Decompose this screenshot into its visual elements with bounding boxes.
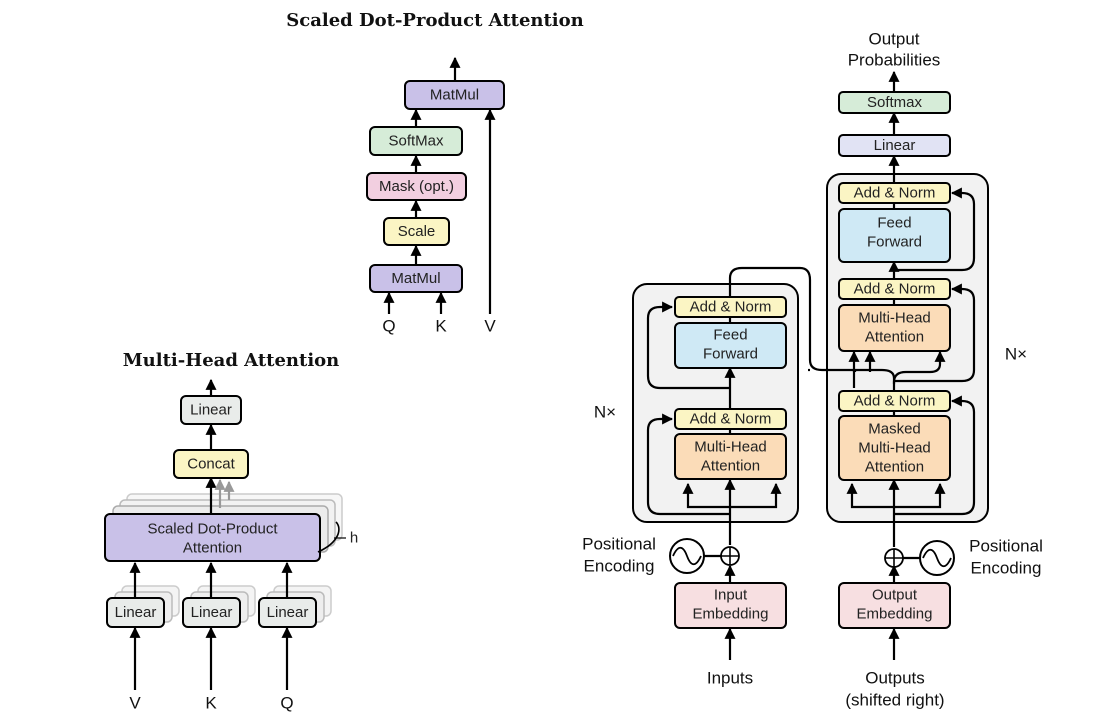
enc-pos-enc-line1: Positional — [582, 535, 656, 554]
sdpa-diagram: Scaled Dot-Product Attention MatMul Soft… — [286, 10, 583, 336]
output-probs-line1: Output — [868, 30, 919, 49]
enc-split-left — [682, 482, 730, 509]
encoder-nx: N× — [594, 403, 616, 422]
svg-text:Input: Input — [714, 587, 748, 604]
mha-linear-k: Linear — [182, 597, 241, 628]
svg-text:Add & Norm: Add & Norm — [854, 185, 936, 202]
enc-residual-1 — [646, 413, 730, 516]
dec-residual-3 — [894, 187, 976, 272]
dec-add-norm-bottom: Add & Norm — [838, 390, 951, 412]
dec-output-embedding: Output Embedding — [838, 582, 951, 629]
svg-text:Linear: Linear — [190, 402, 232, 419]
svg-text:Masked: Masked — [868, 421, 921, 438]
svg-text:Attention: Attention — [865, 329, 924, 346]
decoder-nx: N× — [1005, 345, 1027, 364]
encoder-stack — [632, 283, 799, 523]
output-probs-line2: Probabilities — [848, 51, 941, 70]
sdpa-mask: Mask (opt.) — [366, 172, 467, 201]
dec-add-norm-top: Add & Norm — [838, 182, 951, 204]
svg-text:SoftMax: SoftMax — [388, 133, 444, 150]
svg-text:Attention: Attention — [183, 540, 242, 557]
mha-linear-out: Linear — [180, 395, 242, 425]
dec-multi-head-attention: Multi-Head Attention — [838, 304, 951, 352]
dec-edge-addnorm-mha-right — [892, 350, 946, 391]
svg-text:Linear: Linear — [115, 604, 157, 621]
enc-split-right — [730, 482, 782, 509]
svg-text:Attention: Attention — [865, 459, 924, 476]
dec-residual-1 — [894, 395, 976, 516]
svg-text:Mask (opt.): Mask (opt.) — [379, 178, 454, 195]
svg-text:Embedding: Embedding — [693, 606, 769, 623]
svg-text:Add & Norm: Add & Norm — [690, 411, 772, 428]
svg-text:Feed: Feed — [877, 215, 911, 232]
dec-positional-encoding: Positional Encoding — [884, 537, 1043, 578]
mha-linear-q: Linear — [258, 597, 317, 628]
mha-diagram: Multi-Head Attention — [104, 350, 358, 713]
dec-add-norm-mid: Add & Norm — [838, 278, 951, 300]
svg-text:Add & Norm: Add & Norm — [690, 299, 772, 316]
transformer-diagram: N× N× Output Probabilities — [582, 30, 1043, 710]
svg-text:MatMul: MatMul — [391, 270, 440, 287]
mha-sdpa: Scaled Dot-Product Attention — [104, 513, 321, 562]
enc-pos-enc-line2: Encoding — [584, 557, 655, 576]
svg-text:Feed: Feed — [713, 327, 747, 344]
svg-text:Concat: Concat — [187, 456, 235, 473]
svg-text:Softmax: Softmax — [867, 94, 923, 111]
dec-split-right — [894, 482, 946, 509]
svg-text:Add & Norm: Add & Norm — [854, 393, 936, 410]
dec-masked-multi-head-attention: Masked Multi-Head Attention — [838, 415, 951, 481]
enc-residual-2 — [646, 301, 730, 390]
sdpa-matmul-bottom: MatMul — [369, 264, 463, 293]
svg-text:Embedding: Embedding — [857, 606, 933, 623]
svg-text:Scale: Scale — [398, 223, 436, 240]
mha-input-q: Q — [280, 694, 293, 713]
svg-text:MatMul: MatMul — [430, 87, 479, 104]
enc-feed-forward: Feed Forward — [674, 322, 787, 369]
mha-input-v: V — [129, 694, 141, 713]
enc-add-norm-top: Add & Norm — [674, 296, 787, 318]
enc-multi-head-attention: Multi-Head Attention — [674, 433, 787, 480]
svg-text:Forward: Forward — [703, 346, 758, 363]
sdpa-scale: Scale — [383, 217, 450, 246]
svg-text:Linear: Linear — [267, 604, 309, 621]
dec-pos-enc-line2: Encoding — [971, 559, 1042, 578]
mha-concat: Concat — [173, 449, 249, 479]
sdpa-input-k: K — [435, 317, 447, 336]
enc-to-dec-connector — [728, 266, 896, 384]
enc-inputs-label: Inputs — [707, 669, 753, 688]
mha-h-annotation: h — [317, 521, 358, 553]
svg-text:Add & Norm: Add & Norm — [854, 281, 936, 298]
mha-input-k: K — [205, 694, 217, 713]
svg-text:Forward: Forward — [867, 234, 922, 251]
dec-residual-2 — [894, 283, 976, 383]
enc-input-embedding: Input Embedding — [674, 582, 787, 629]
svg-text:Multi-Head: Multi-Head — [694, 439, 767, 456]
svg-text:Linear: Linear — [874, 137, 916, 154]
dec-linear: Linear — [838, 134, 951, 157]
dec-outputs-line1: Outputs — [865, 669, 925, 688]
enc-add-norm-bottom: Add & Norm — [674, 408, 787, 430]
mha-title: Multi-Head Attention — [123, 350, 340, 371]
dec-outputs-line2: (shifted right) — [845, 691, 944, 710]
svg-text:Multi-Head: Multi-Head — [858, 440, 931, 457]
sdpa-title: Scaled Dot-Product Attention — [286, 10, 583, 31]
svg-text:Scaled Dot-Product: Scaled Dot-Product — [147, 521, 278, 538]
sdpa-input-v: V — [484, 317, 496, 336]
svg-text:Multi-Head: Multi-Head — [858, 310, 931, 327]
enc-positional-encoding: Positional Encoding — [582, 535, 740, 576]
sdpa-softmax: SoftMax — [369, 126, 463, 156]
svg-text:h: h — [350, 530, 358, 547]
svg-text:Attention: Attention — [701, 458, 760, 475]
dec-split-left — [846, 482, 894, 509]
dec-feed-forward: Feed Forward — [838, 208, 951, 263]
dec-pos-enc-line1: Positional — [969, 537, 1043, 556]
svg-text:Linear: Linear — [191, 604, 233, 621]
dec-softmax: Softmax — [838, 91, 951, 114]
svg-text:Output: Output — [872, 587, 918, 604]
sdpa-matmul-top: MatMul — [404, 80, 505, 110]
sdpa-input-q: Q — [382, 317, 395, 336]
mha-linear-v: Linear — [106, 597, 165, 628]
